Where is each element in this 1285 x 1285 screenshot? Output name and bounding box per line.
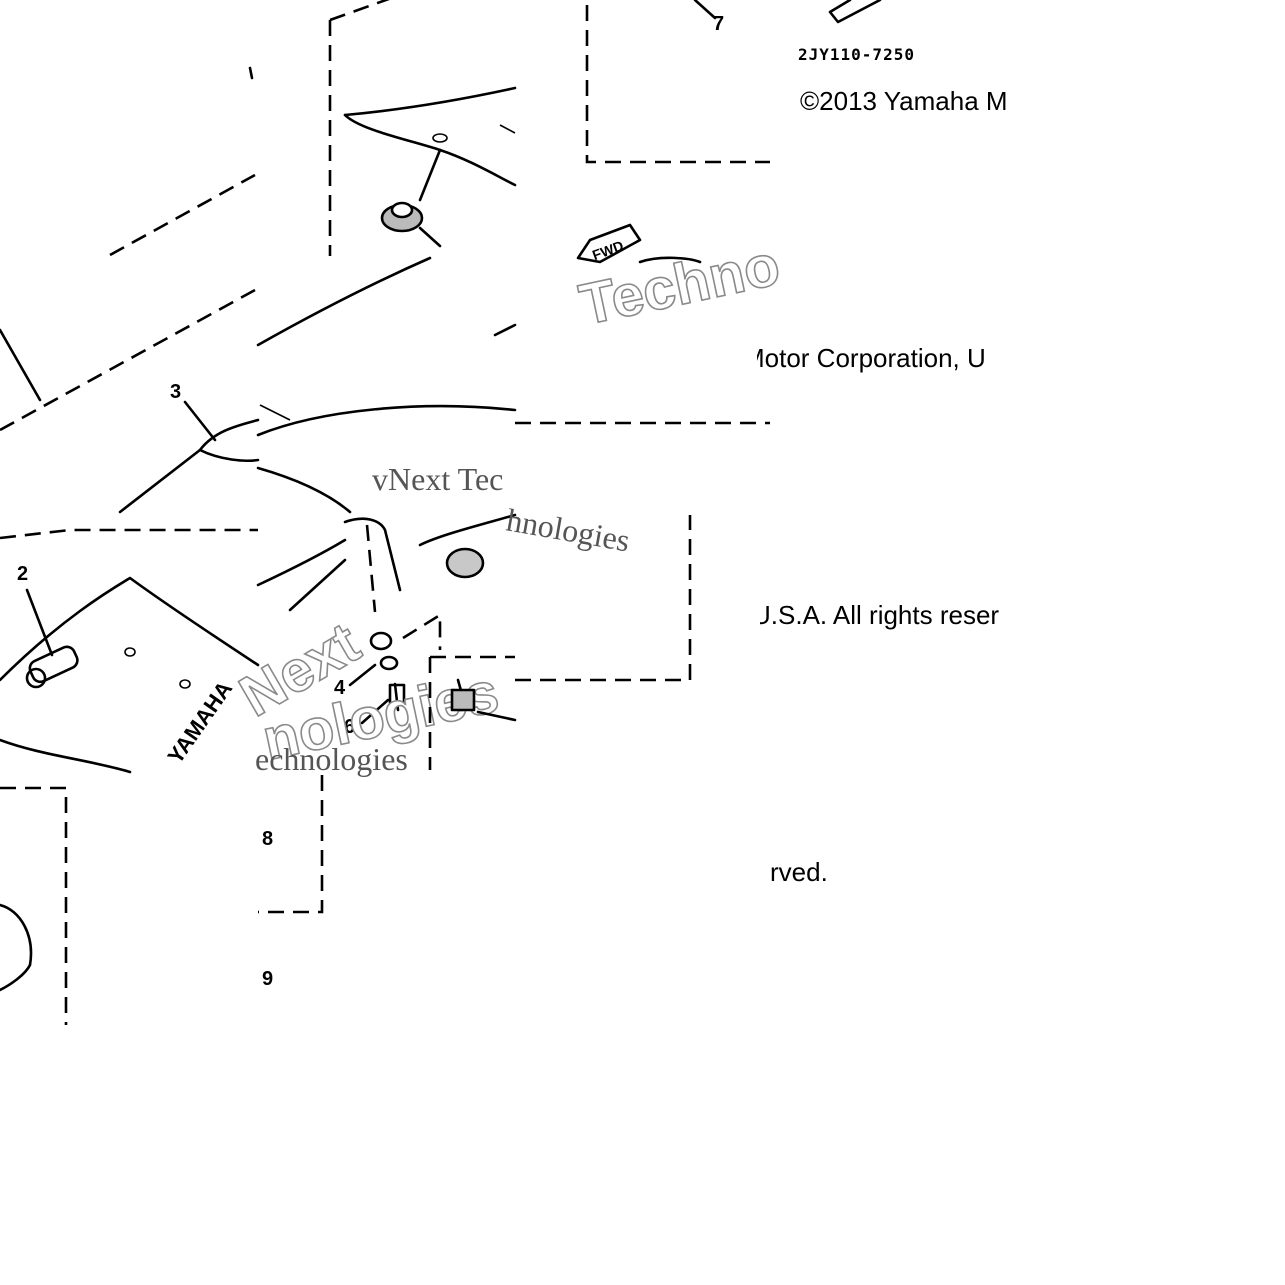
copyright-fragment-4: rved.: [770, 857, 870, 887]
tile-row2-middle: FWD Techno: [515, 223, 786, 425]
tile-top-right: 2JY110-7250: [798, 0, 915, 64]
copyright-fragment-3: U.S.A. All rights reser: [760, 600, 1030, 630]
watermark-hnologies: hnologies: [504, 501, 633, 558]
tile-row2: 3 vNext Tec: [0, 256, 517, 514]
fwd-label: FWD: [590, 237, 625, 263]
yamaha-logo-text: YAMAHA: [162, 676, 237, 768]
callout-7: 7: [713, 13, 724, 35]
tile-top-left: [109, 0, 517, 257]
diagram-part-number: 2JY110-7250: [798, 45, 915, 64]
callout-3: 3: [170, 381, 181, 403]
tile-row4-left: 8 9: [0, 775, 324, 1025]
watermark-echnologies: echnologies: [255, 741, 408, 777]
callout-4: 4: [334, 677, 346, 699]
watermark-serif: vNext Tec: [372, 461, 503, 497]
callout-9: 9: [262, 968, 273, 990]
callout-8: 8: [262, 828, 273, 850]
tile-top-middle: 7: [585, 0, 770, 164]
callout-2: 2: [17, 563, 28, 585]
callout-6: 6: [344, 716, 355, 738]
copyright-fragment-2: Motor Corporation, U: [757, 343, 1029, 373]
copyright-fragment-1: ©2013 Yamaha M: [800, 86, 1028, 116]
tile-row3-left: 2 YAMAHA: [0, 528, 260, 774]
